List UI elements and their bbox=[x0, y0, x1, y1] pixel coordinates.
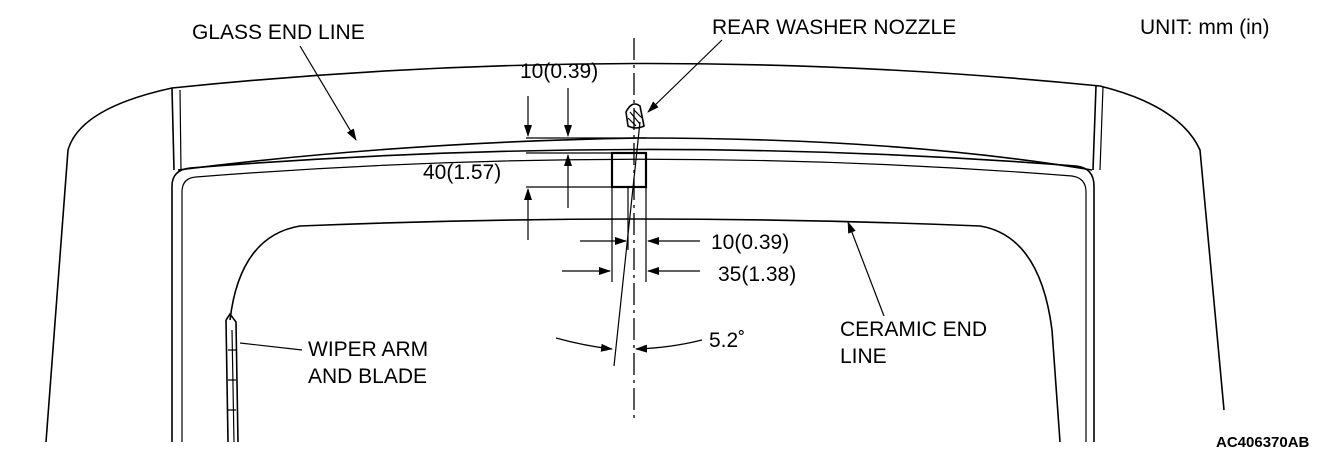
right-pillar bbox=[1092, 85, 1097, 171]
angle-arc-left bbox=[555, 337, 613, 352]
glass-frame-inner bbox=[181, 158, 1087, 442]
horizontal-width-dimension: 35(1.38) bbox=[718, 263, 797, 286]
wiper-arm-label-line1: WIPER ARM bbox=[308, 338, 429, 361]
ceramic-end-line bbox=[229, 218, 1061, 443]
glass-end-line-label: GLASS END LINE bbox=[192, 21, 365, 44]
vertical-offset-dimension: 10(0.39) bbox=[520, 60, 599, 83]
leader-washer-nozzle bbox=[647, 39, 723, 113]
angle-dimension: 5.2˚ bbox=[709, 329, 746, 352]
rear-washer-nozzle bbox=[625, 103, 645, 129]
leader-wiper bbox=[239, 342, 303, 351]
left-pillar-inner bbox=[179, 89, 182, 171]
leader-ceramic-end bbox=[847, 221, 885, 317]
rear-washer-nozzle-label: REAR WASHER NOZZLE bbox=[712, 16, 957, 39]
glass-frame-outer bbox=[171, 148, 1095, 442]
ceramic-end-line-label-line2: LINE bbox=[840, 345, 887, 368]
angle-arc-right bbox=[635, 339, 703, 353]
vertical-height-dimension: 40(1.57) bbox=[423, 161, 502, 184]
left-pillar bbox=[171, 87, 175, 171]
unit-label: UNIT: mm (in) bbox=[1140, 16, 1270, 39]
leader-glass-end bbox=[299, 45, 357, 141]
ceramic-end-line-label-line1: CERAMIC END bbox=[840, 318, 988, 341]
body-outline bbox=[45, 62, 1225, 443]
wiper-arm-label-line2: AND BLADE bbox=[308, 365, 428, 388]
right-pillar-inner bbox=[1099, 86, 1104, 171]
horizontal-offset-dimension: 10(0.39) bbox=[711, 231, 790, 254]
spray-axis-line bbox=[613, 121, 641, 367]
wiper-arm-and-blade bbox=[225, 312, 239, 443]
spray-target-box bbox=[610, 151, 648, 189]
figure-code: AC406370AB bbox=[1216, 434, 1310, 451]
